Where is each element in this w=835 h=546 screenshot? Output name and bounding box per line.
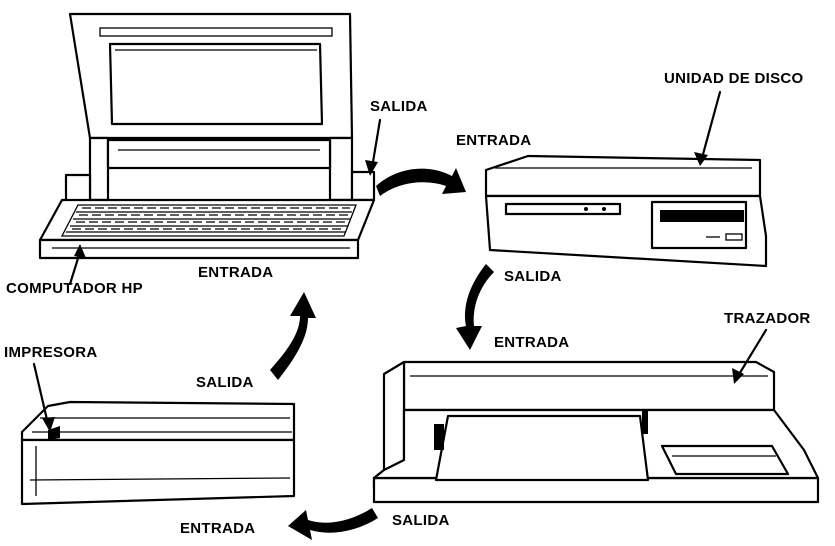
arrow-printer-to-computer bbox=[270, 292, 316, 380]
label-disk-drive: UNIDAD DE DISCO bbox=[664, 70, 804, 87]
label-plotter: TRAZADOR bbox=[724, 310, 811, 327]
small-arrow-computer-out bbox=[365, 118, 382, 176]
disk-drive-illustration bbox=[484, 154, 768, 268]
flow-computer-out: SALIDA bbox=[370, 98, 428, 115]
arrow-disk-to-plotter bbox=[456, 264, 494, 350]
flow-plotter-out: SALIDA bbox=[392, 512, 450, 529]
label-printer: IMPRESORA bbox=[4, 344, 98, 361]
flow-disk-in: ENTRADA bbox=[456, 132, 532, 149]
pointer-printer bbox=[32, 362, 55, 432]
label-computer: COMPUTADOR HP bbox=[6, 280, 143, 297]
computer-illustration bbox=[38, 12, 376, 260]
flow-printer-in: ENTRADA bbox=[180, 520, 256, 537]
pointer-disk bbox=[694, 90, 722, 166]
plotter-illustration bbox=[372, 360, 820, 504]
arrow-plotter-to-printer bbox=[288, 508, 378, 540]
flow-computer-in: ENTRADA bbox=[198, 264, 274, 281]
arrow-computer-to-disk bbox=[376, 168, 466, 196]
flow-printer-out: SALIDA bbox=[196, 374, 254, 391]
flow-disk-out: SALIDA bbox=[504, 268, 562, 285]
pointer-computer bbox=[68, 244, 86, 286]
pointer-plotter bbox=[732, 328, 768, 384]
printer-illustration bbox=[20, 400, 296, 506]
flow-plotter-in: ENTRADA bbox=[494, 334, 570, 351]
